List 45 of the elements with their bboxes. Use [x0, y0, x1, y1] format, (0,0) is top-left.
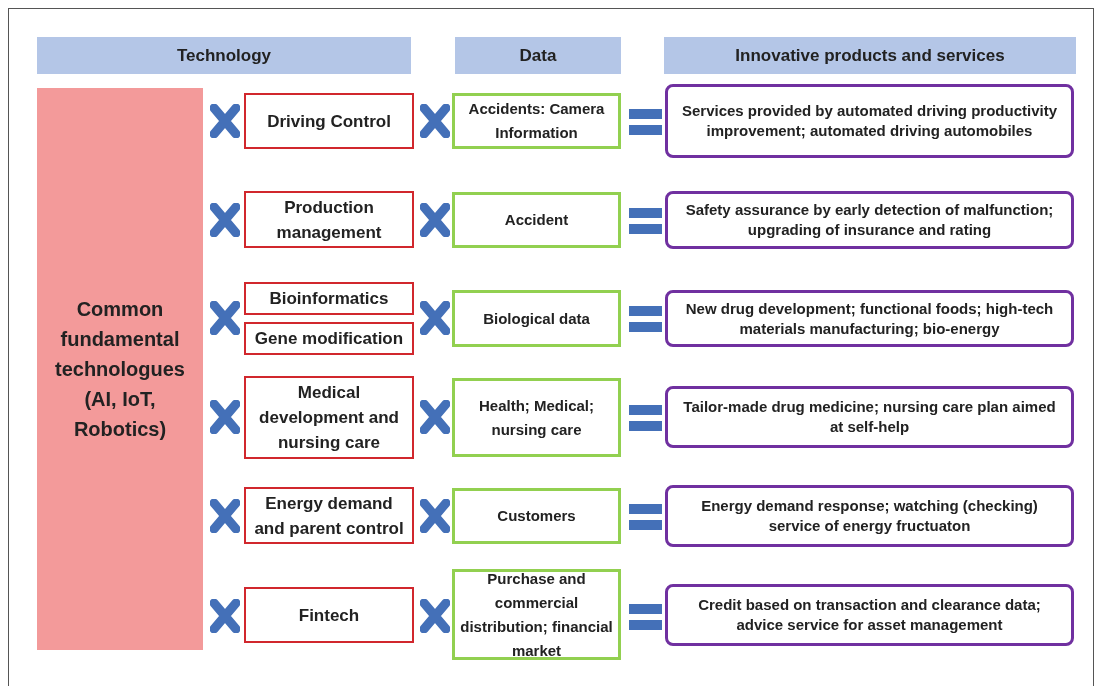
data-box [452, 290, 621, 347]
node-text: Common fundamental technologues (AI, IoT, Robotics) [54, 297, 186, 442]
column-header [664, 37, 1076, 74]
data-box [452, 378, 621, 457]
technology-box [244, 587, 414, 643]
node-text: Credit based on transaction and clearance data; advice service for asset management [697, 595, 1042, 635]
node-text: Customers [496, 506, 577, 526]
node-text: Energy demand and parent control [253, 492, 405, 540]
technology-box [244, 376, 414, 459]
product-service-box [665, 386, 1074, 448]
node-text: Biological data [482, 308, 591, 329]
column-header [37, 37, 411, 74]
node-text: Gene modification [253, 328, 405, 350]
technology-box [244, 282, 414, 315]
technology-box [244, 322, 414, 355]
node-text: Data [519, 44, 557, 67]
node-text: Technology [176, 44, 272, 67]
product-service-box [665, 191, 1074, 249]
node-text: Services provided by automated driving productivity improvement; automated driving automobiles [680, 101, 1059, 141]
node-text: Accident [503, 210, 570, 230]
data-box [452, 488, 621, 544]
product-service-box [665, 290, 1074, 347]
column-header [455, 37, 621, 74]
node-text: Health; Medical; nursing care [478, 395, 595, 440]
foundation-panel [37, 88, 203, 650]
node-text: Bioinformatics [268, 288, 390, 310]
node-text: Medical development and nursing care [258, 382, 400, 454]
node-text: Fintech [297, 604, 361, 627]
data-box [452, 192, 621, 248]
product-service-box [665, 584, 1074, 646]
node-text: Purchase and commercial distribution; financial market [459, 568, 614, 661]
technology-box [244, 487, 414, 544]
node-text: Production management [275, 196, 383, 244]
node-text: Accidents: Camera Information [467, 99, 606, 143]
node-text: Tailor-made drug medicine; nursing care plan aimed at self-help [682, 397, 1057, 437]
data-box [452, 93, 621, 149]
node-text: Safety assurance by early detection of malfunction; upgrading of insurance and rating [684, 200, 1055, 240]
technology-box [244, 191, 414, 248]
node-text: Energy demand response; watching (checking) service of energy fructuaton [700, 496, 1039, 536]
product-service-box [665, 485, 1074, 547]
node-text: New drug development; functional foods; high-tech materials manufacturing; bio-energy [684, 298, 1055, 339]
node-text: Innovative products and services [735, 44, 1005, 67]
product-service-box [665, 84, 1074, 158]
technology-box [244, 93, 414, 149]
node-text: Driving Control [266, 110, 392, 133]
